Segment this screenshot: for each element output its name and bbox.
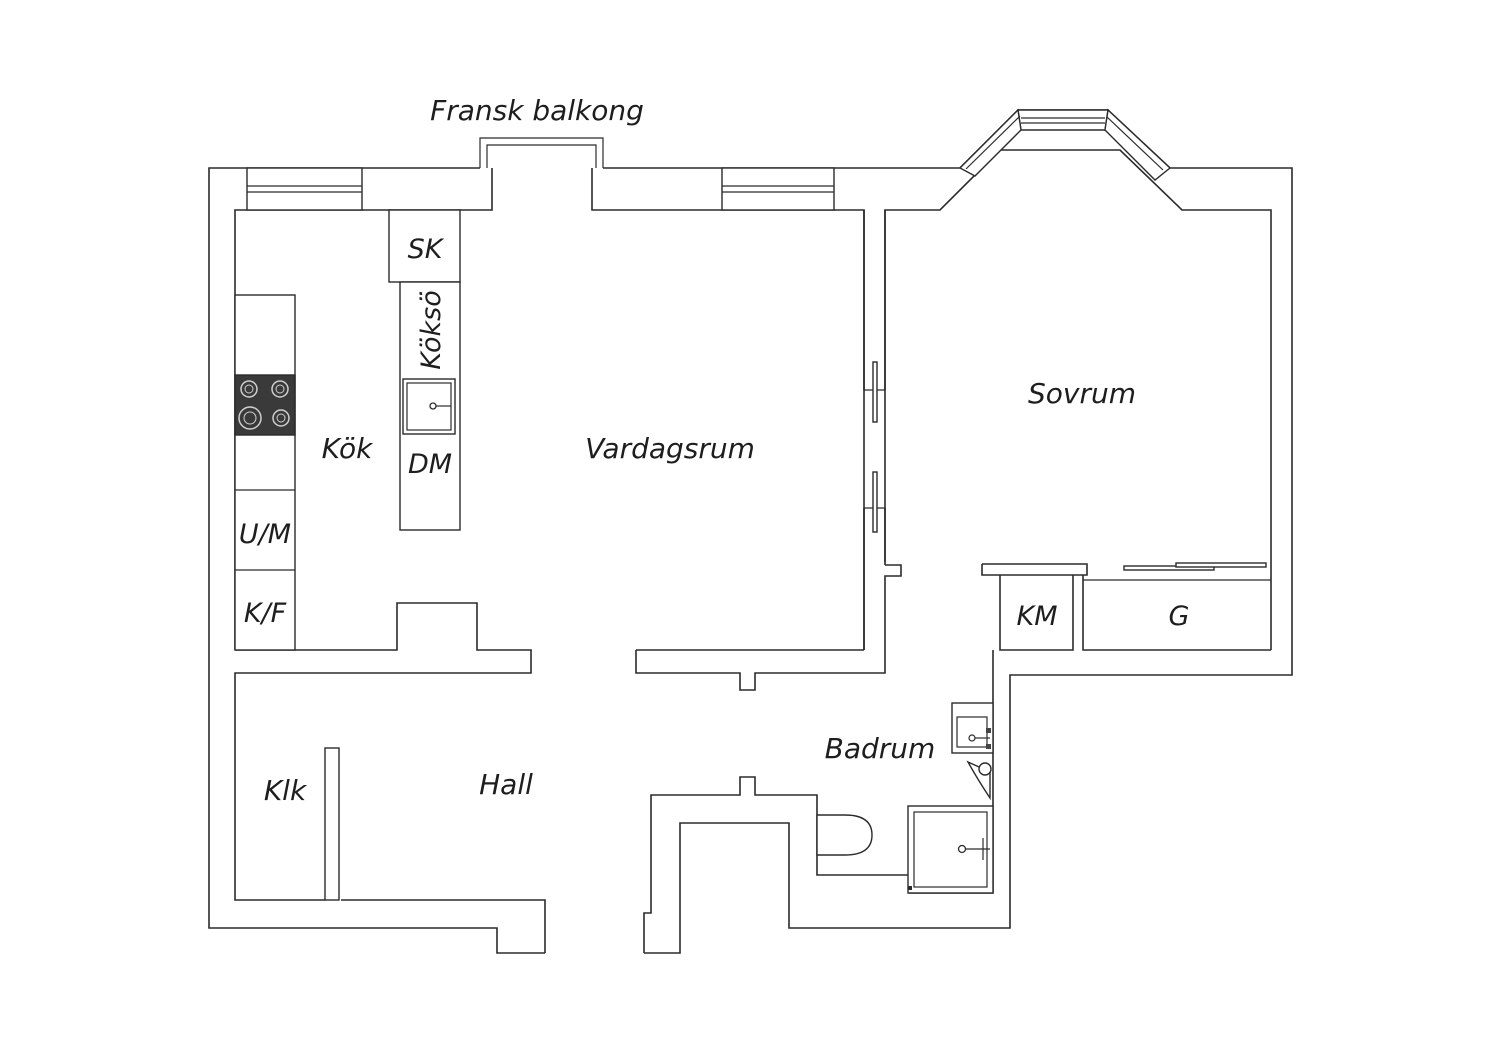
wardrobe-label: G xyxy=(1169,601,1190,632)
windows xyxy=(246,108,1172,211)
closet-label: Klk xyxy=(264,774,308,807)
hall-label: Hall xyxy=(479,768,533,801)
towel-warmer-icon xyxy=(966,760,992,801)
washing-machine-label: KM xyxy=(1016,601,1057,632)
washbasin-icon xyxy=(951,702,994,754)
kitchen-island-label: Köksö xyxy=(416,290,447,369)
oven-microwave-label: U/M xyxy=(239,519,291,550)
kitchen-sink-icon xyxy=(402,378,456,435)
dishwasher-label: DM xyxy=(408,449,452,480)
living-room-label: Vardagsrum xyxy=(585,432,755,465)
balcony-label: Fransk balkong xyxy=(430,94,644,127)
bedroom-label: Sovrum xyxy=(1028,377,1136,410)
shower-icon xyxy=(907,805,994,894)
kitchen-label: Kök xyxy=(322,432,374,465)
toilet-icon xyxy=(816,814,873,856)
fridge-freezer-label: K/F xyxy=(244,598,287,629)
cabinet-label: SK xyxy=(408,234,445,265)
stove-icon xyxy=(234,374,296,436)
kitchen-counter xyxy=(234,294,296,651)
outer-walls xyxy=(208,109,1293,954)
interior-walls xyxy=(234,210,1271,953)
bathroom-label: Badrum xyxy=(825,732,936,765)
